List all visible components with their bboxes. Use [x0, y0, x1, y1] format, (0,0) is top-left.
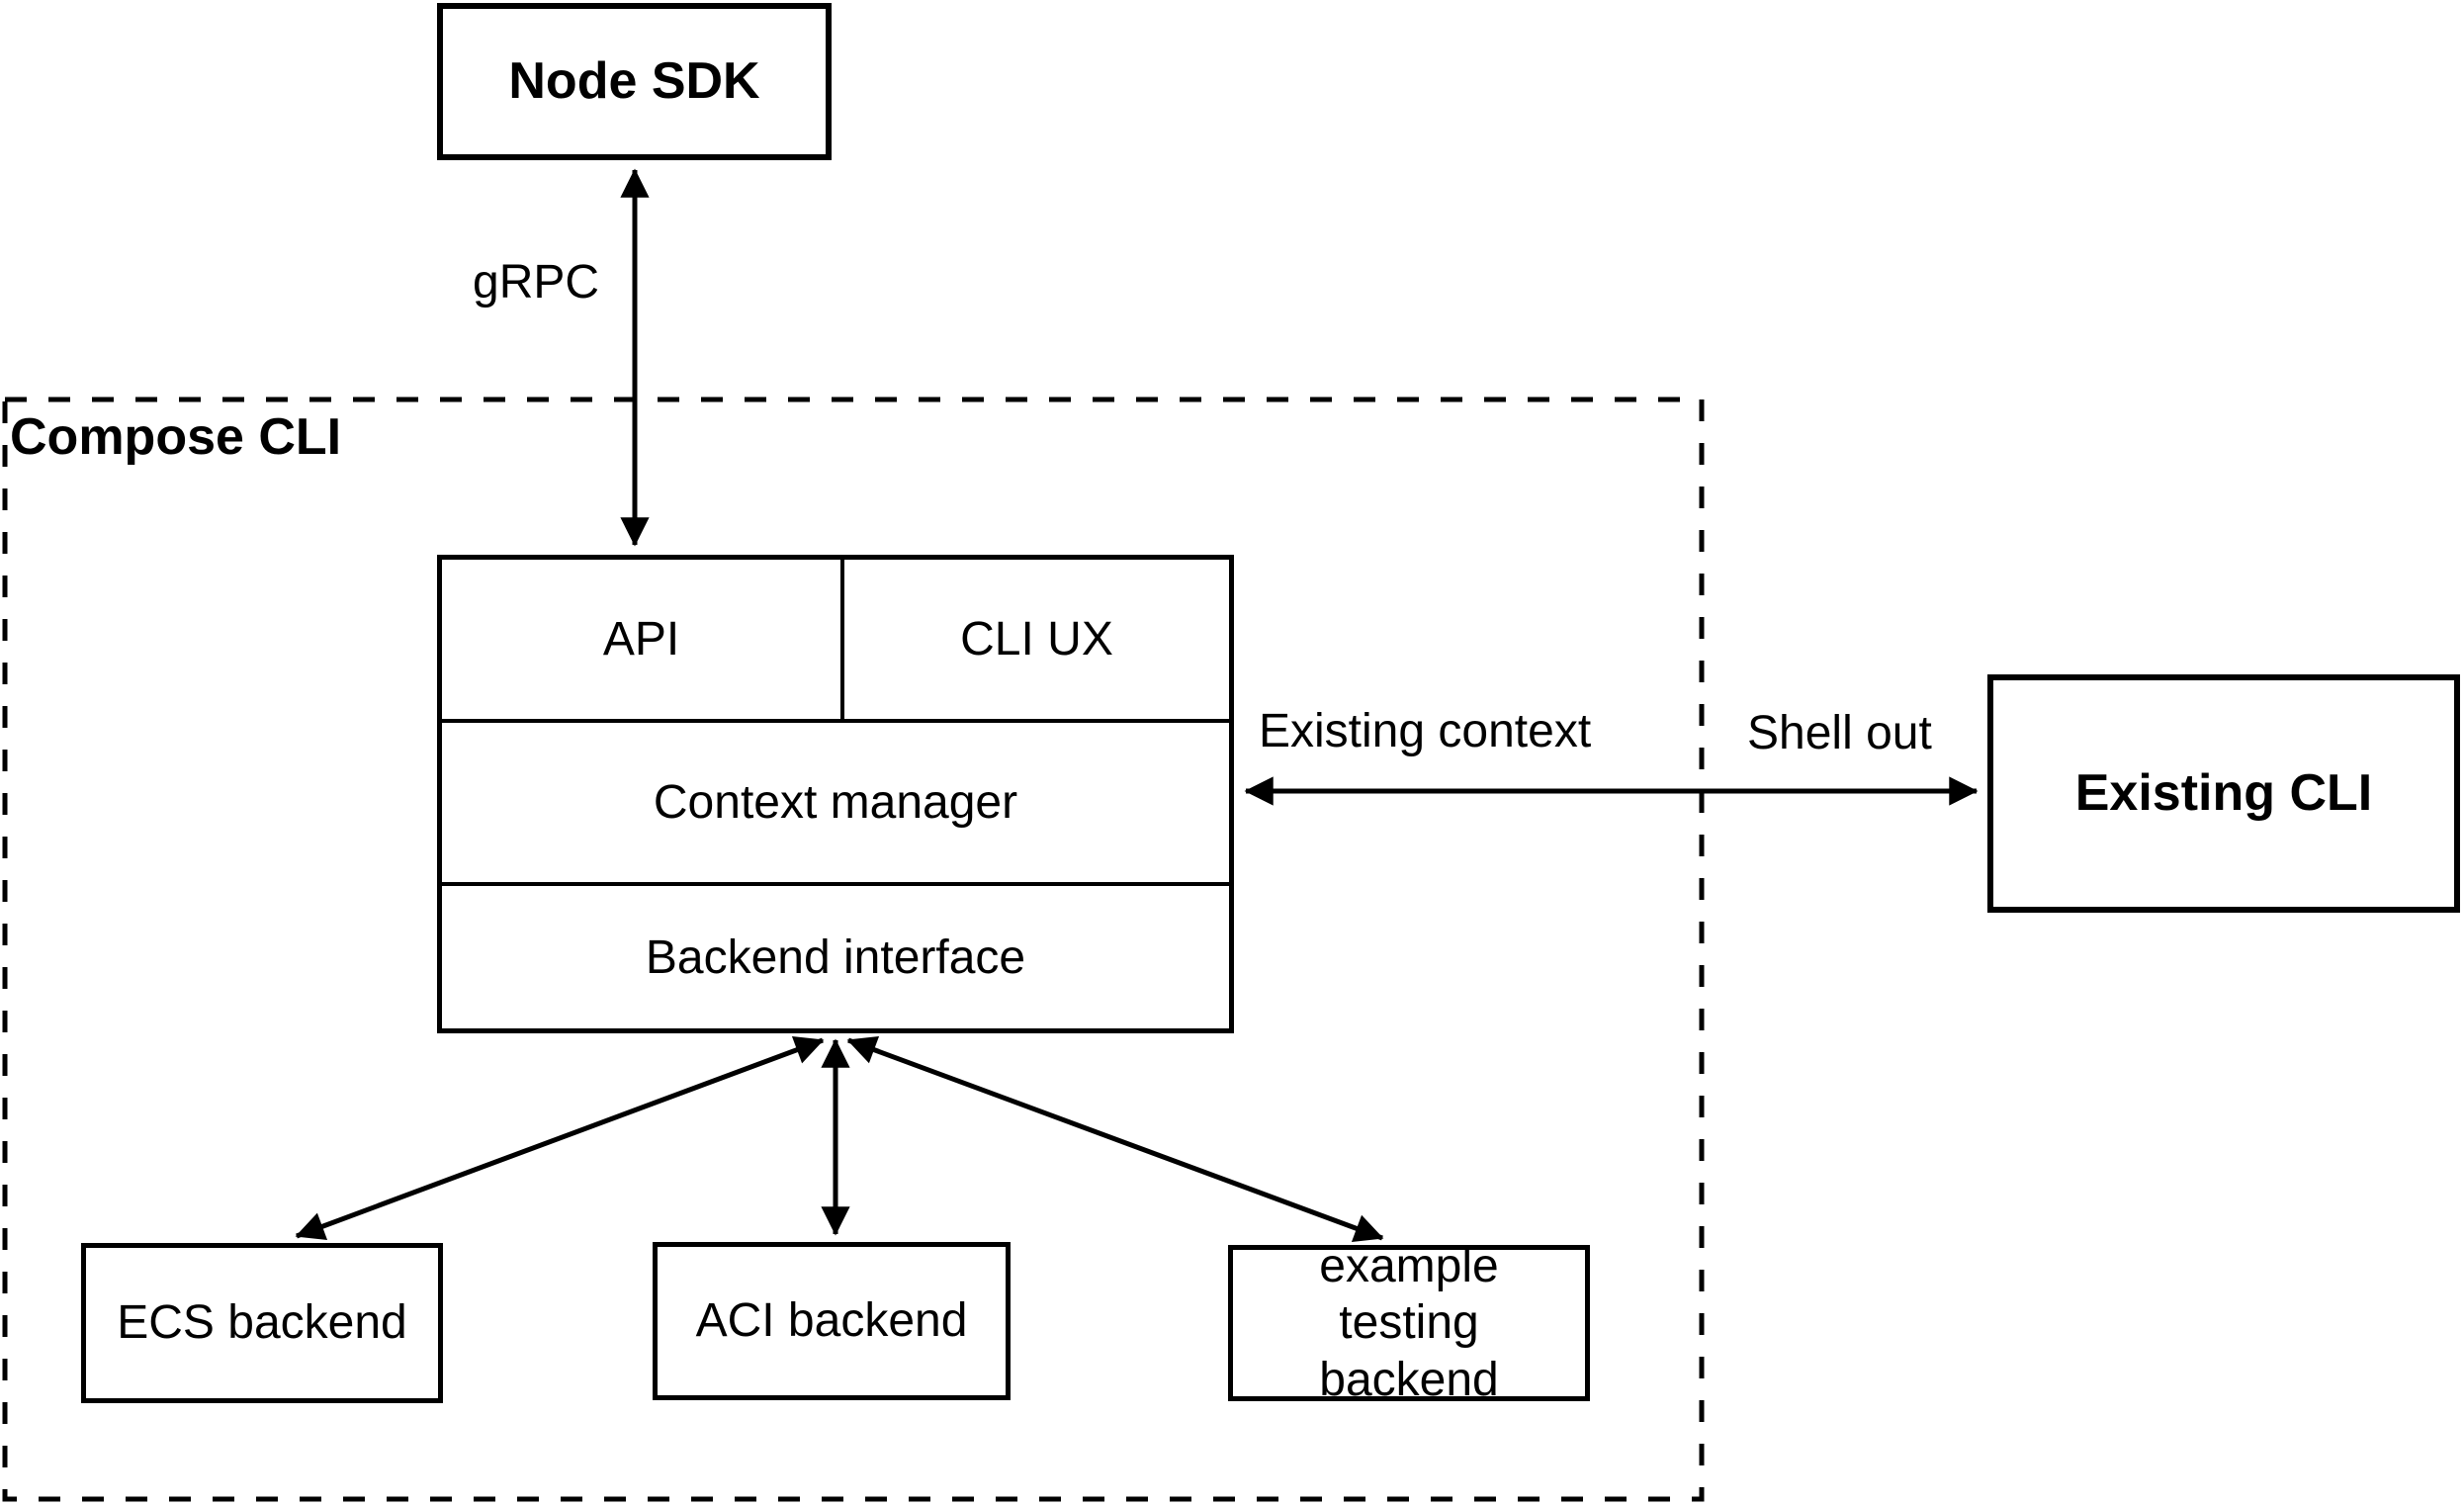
- existing-context-label: Existing context: [1259, 705, 1592, 758]
- api-label: API: [602, 613, 680, 665]
- aci-backend-box: ACI backend: [653, 1242, 1011, 1400]
- existing-cli-box: Existing CLI: [1987, 674, 2460, 913]
- context-manager-box: Context manager: [442, 719, 1229, 882]
- backend-interface-label: Backend interface: [645, 931, 1026, 984]
- shell-out-label: Shell out: [1747, 707, 1932, 760]
- api-box: API: [442, 560, 844, 719]
- grpc-label: gRPC: [473, 256, 600, 310]
- example-testing-backend-label: example testing backend: [1319, 1239, 1499, 1406]
- backend-to-ecs-arrow: [295, 1035, 825, 1241]
- cli-ux-box: CLI UX: [844, 560, 1229, 719]
- node-sdk-box: Node SDK: [437, 3, 832, 160]
- compose-cli-core-box: API CLI UX Context manager Backend inter…: [437, 555, 1234, 1033]
- example-testing-backend-box: example testing backend: [1228, 1240, 1590, 1406]
- compose-cli-container-label: Compose CLI: [8, 408, 346, 467]
- ecs-backend-box: ECS backend: [81, 1243, 443, 1403]
- context-manager-label: Context manager: [653, 776, 1018, 829]
- api-cliux-row: API CLI UX: [442, 560, 1229, 719]
- existing-cli-label: Existing CLI: [2074, 764, 2373, 823]
- compose-cli-dashed-border: [2, 397, 1705, 1502]
- cli-ux-label: CLI UX: [960, 613, 1113, 665]
- aci-backend-label: ACI backend: [695, 1294, 968, 1348]
- backend-to-example-arrow: [846, 1035, 1384, 1243]
- ecs-backend-label: ECS backend: [117, 1296, 407, 1350]
- node-sdk-label: Node SDK: [508, 52, 760, 111]
- backend-interface-box: Backend interface: [442, 882, 1229, 1028]
